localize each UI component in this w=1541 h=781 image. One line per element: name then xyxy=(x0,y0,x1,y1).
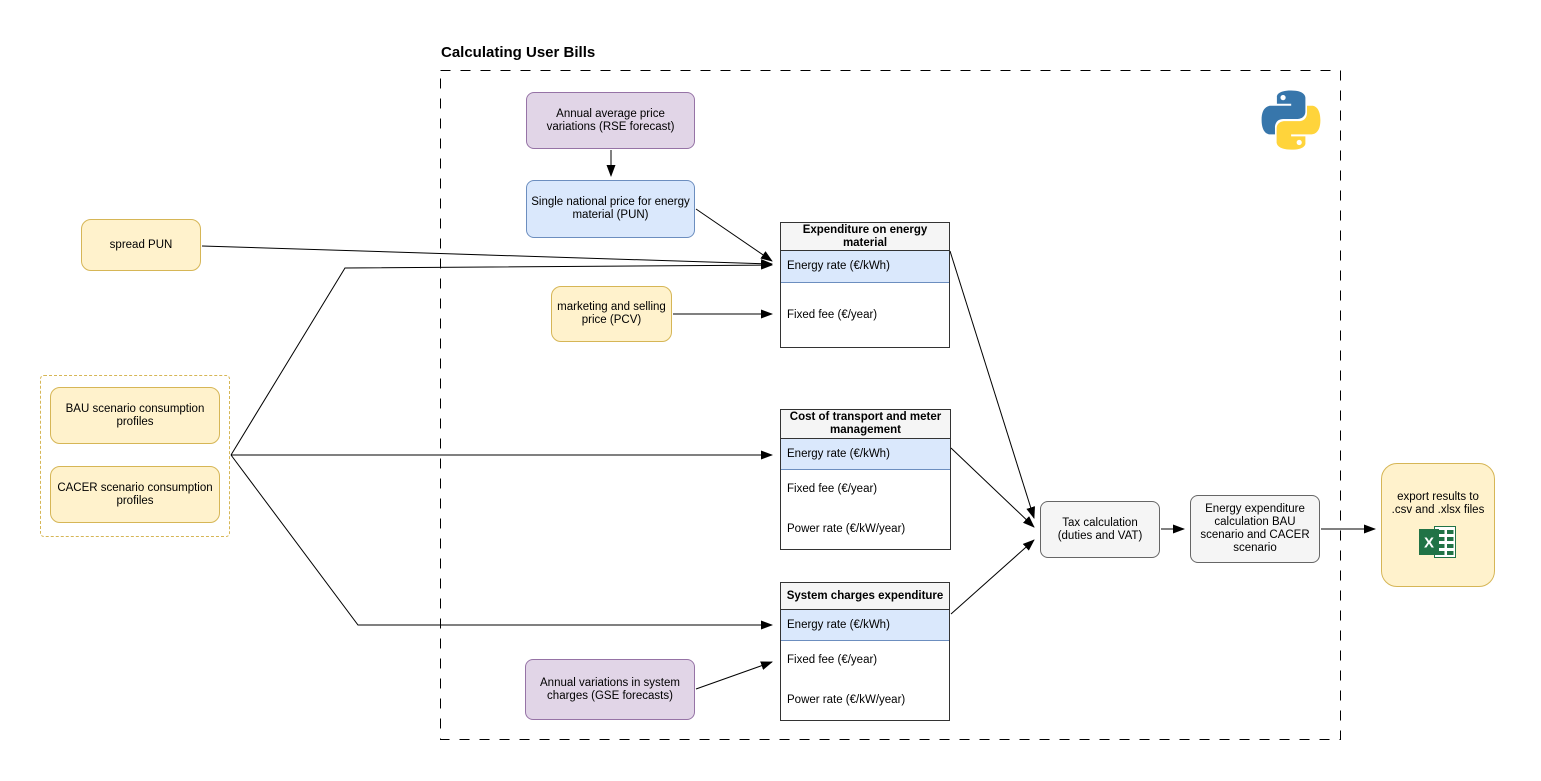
node-spread-pun: spread PUN xyxy=(81,219,201,271)
table-system-charges-header: System charges expenditure xyxy=(781,583,949,610)
arrow-table-2-to-tax xyxy=(950,447,1035,528)
table-system-charges-row-energy-rate: Energy rate (€/kWh) xyxy=(781,610,949,641)
table-transport-meter-row-fixed-fee: Fixed fee (€/year) xyxy=(787,483,878,496)
consumption-profiles-group xyxy=(40,375,230,537)
node-export-results: export results to .csv and .xlsx files X xyxy=(1381,463,1495,587)
table-energy-material-row-energy-rate: Energy rate (€/kWh) xyxy=(781,251,949,283)
table-system-charges-rows-fees: Fixed fee (€/year) Power rate (€/kW/year… xyxy=(781,641,949,720)
table-transport-meter-header: Cost of transport and meter management xyxy=(781,410,950,439)
svg-text:X: X xyxy=(1424,535,1434,552)
arrow-table-1-to-tax xyxy=(949,250,1035,519)
arrow-table-3-to-tax xyxy=(950,539,1035,615)
node-cacer-profiles: CACER scenario consumption profiles xyxy=(50,466,220,523)
table-energy-material: Expenditure on energy material Energy ra… xyxy=(780,222,950,348)
table-system-charges-row-power-rate: Power rate (€/kW/year) xyxy=(787,693,906,706)
node-tax-calculation: Tax calculation (duties and VAT) xyxy=(1040,501,1160,558)
table-transport-meter-row-energy-rate: Energy rate (€/kWh) xyxy=(781,439,950,470)
calculation-boundary-dashed-box xyxy=(440,70,1341,740)
arrow-spread-pun-to-energy-rate-1 xyxy=(201,245,773,269)
node-rse-forecast: Annual average price variations (RSE for… xyxy=(526,92,695,149)
table-energy-material-row-fixed-fee: Fixed fee (€/year) xyxy=(787,308,878,321)
arrow-gse-to-fixed-fee-3 xyxy=(695,661,773,690)
table-transport-meter-rows-fees: Fixed fee (€/year) Power rate (€/kW/year… xyxy=(781,470,950,549)
table-system-charges-row-fixed-fee: Fixed fee (€/year) xyxy=(787,654,878,667)
table-transport-meter-row-power-rate: Power rate (€/kW/year) xyxy=(787,522,906,535)
python-logo-icon xyxy=(1261,90,1321,150)
node-energy-expenditure: Energy expenditure calculation BAU scena… xyxy=(1190,495,1320,563)
table-energy-material-header: Expenditure on energy material xyxy=(781,223,949,251)
arrow-pun-to-energy-rate-1 xyxy=(695,208,773,262)
table-system-charges: System charges expenditure Energy rate (… xyxy=(780,582,950,721)
excel-icon: X xyxy=(1419,526,1456,558)
arrow-profiles-to-energy-rate-1 xyxy=(230,260,773,456)
node-pun: Single national price for energy materia… xyxy=(526,180,695,238)
diagram-title: Calculating User Bills xyxy=(441,44,596,61)
node-gse-forecast: Annual variations in system charges (GSE… xyxy=(525,659,695,720)
node-pcv: marketing and selling price (PCV) xyxy=(551,286,672,342)
arrow-profiles-to-energy-rate-3 xyxy=(230,454,773,630)
node-bau-profiles: BAU scenario consumption profiles xyxy=(50,387,220,444)
table-transport-meter: Cost of transport and meter management E… xyxy=(780,409,951,550)
